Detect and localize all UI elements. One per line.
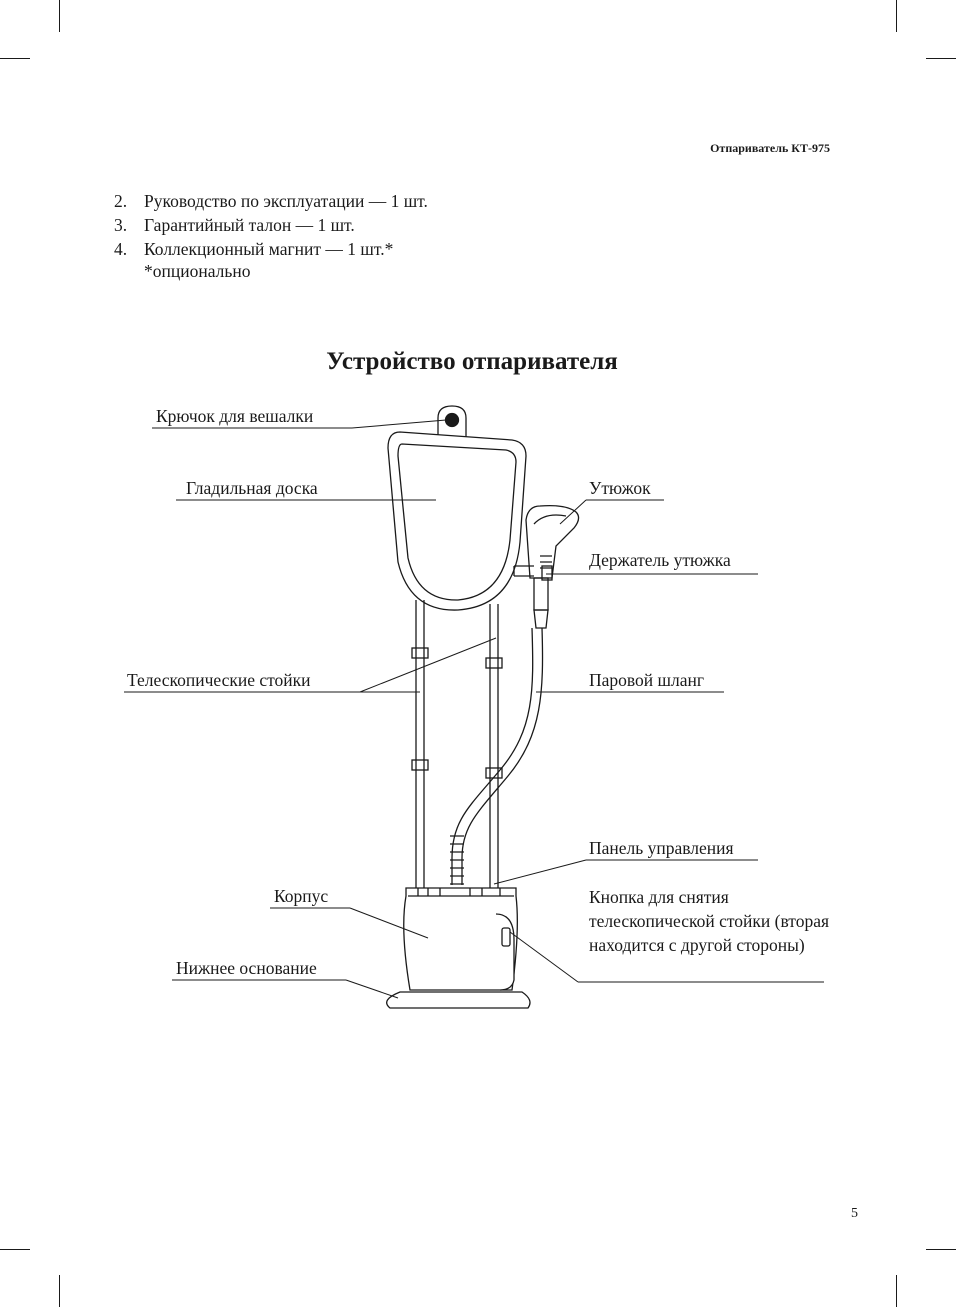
bottom-base-drawing [386,991,531,1009]
crop-mark [0,58,30,59]
label-hook: Крючок для вешалки [156,406,314,426]
crop-mark [0,1249,30,1250]
label-bottom-base: Нижнее основание [176,958,317,978]
leader-lines [124,419,824,999]
iron-drawing [513,504,580,629]
telescopic-poles-drawing [411,600,503,890]
label-body: Корпус [274,886,329,906]
section-title: Устройство отпаривателя [326,348,618,375]
crop-mark [59,1275,60,1307]
crop-mark [926,1249,956,1250]
ironing-board-drawing [387,431,527,611]
steamer-body-drawing [403,887,518,991]
label-ironing-board: Гладильная доска [186,478,318,498]
label-iron: Утюжок [589,478,651,498]
package-list: 2. Руководство по эксплуатации — 1 шт. 3… [114,189,428,261]
list-item-text: Коллекционный магнит — 1 шт.* [144,239,394,259]
label-telescopic-poles: Телескопические стойки [127,670,311,690]
hanger-hook-drawing [437,405,467,440]
label-release-button: Кнопка для снятия телескопической стойки… [589,887,830,955]
list-item-text: Руководство по эксплуатации — 1 шт. [144,191,428,211]
footnote: *опционально [144,261,251,281]
crop-mark [896,1275,897,1307]
steam-hose-drawing [450,627,544,885]
list-item-number: 2. [114,191,128,211]
running-header: Отпариватель КТ-975 [710,141,830,155]
label-iron-holder: Держатель утюжка [589,550,731,570]
list-item: 2. Руководство по эксплуатации — 1 шт. [114,189,428,213]
list-item-text: Гарантийный талон — 1 шт. [144,215,355,235]
list-item-number: 4. [114,239,128,259]
list-item-number: 3. [114,215,128,235]
list-item: 3. Гарантийный талон — 1 шт. [114,213,428,237]
label-control-panel: Панель управления [589,838,734,858]
page-number: 5 [851,1206,858,1221]
crop-mark [896,0,897,32]
label-steam-hose: Паровой шланг [589,670,705,690]
crop-mark [926,58,956,59]
crop-mark [59,0,60,32]
list-item: 4. Коллекционный магнит — 1 шт.* [114,237,428,261]
